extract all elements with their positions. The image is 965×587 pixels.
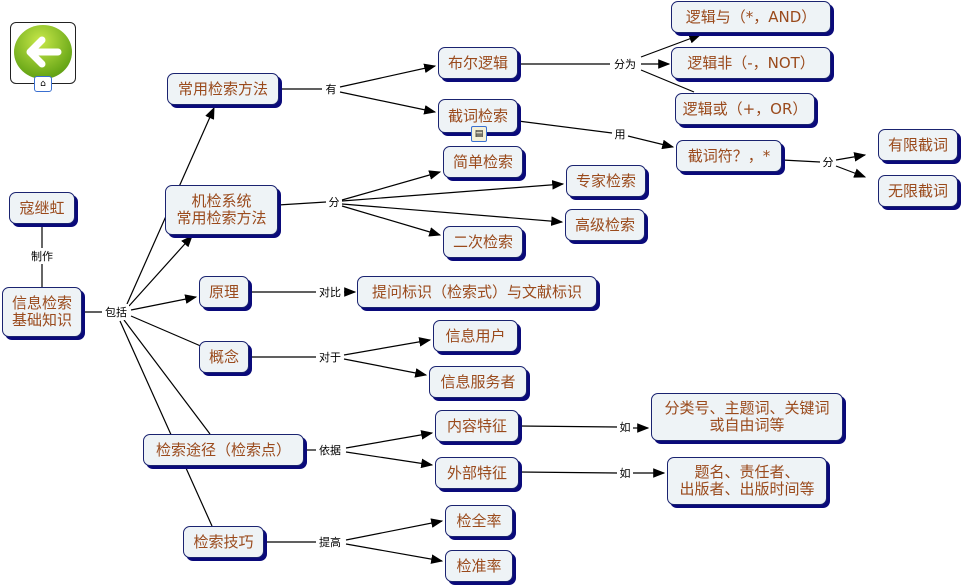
- link-such-content[interactable]: 如: [617, 419, 633, 435]
- node-advanced[interactable]: 高级检索: [565, 209, 645, 241]
- node-or[interactable]: 逻辑或（+，OR）: [675, 93, 815, 125]
- node-search-skill[interactable]: 检索技巧: [183, 526, 264, 558]
- link-basis[interactable]: 依据: [317, 442, 343, 458]
- back-button[interactable]: [10, 22, 76, 84]
- node-secondary[interactable]: 二次检索: [443, 226, 523, 258]
- node-author[interactable]: 寇继虹: [9, 192, 75, 224]
- link-divide-truncation[interactable]: 分: [820, 154, 836, 170]
- link-contrast[interactable]: 对比: [317, 284, 343, 300]
- node-truncation-symbol[interactable]: 截词符？，*: [676, 140, 782, 172]
- node-and[interactable]: 逻辑与（*，AND）: [671, 1, 831, 33]
- node-limited-truncation[interactable]: 有限截词: [878, 129, 958, 161]
- link-use[interactable]: 用: [612, 126, 628, 142]
- node-info-user[interactable]: 信息用户: [433, 320, 518, 352]
- link-divide-machine[interactable]: 分: [326, 194, 342, 210]
- node-concept[interactable]: 概念: [199, 341, 249, 373]
- link-make[interactable]: 制作: [29, 248, 55, 264]
- link-have[interactable]: 有: [323, 81, 339, 97]
- node-unlimited-truncation[interactable]: 无限截词: [878, 175, 958, 207]
- node-compare[interactable]: 提问标识（检索式）与文献标识: [357, 276, 597, 308]
- back-arrow-icon: [14, 25, 72, 79]
- node-external-feature[interactable]: 外部特征: [435, 457, 519, 489]
- node-info-provider[interactable]: 信息服务者: [429, 366, 527, 398]
- node-expert[interactable]: 专家检索: [566, 165, 646, 197]
- node-principle[interactable]: 原理: [199, 276, 249, 308]
- node-content-examples[interactable]: 分类号、主题词、关键词 或自由词等: [651, 393, 843, 441]
- node-precision[interactable]: 检准率: [445, 550, 513, 582]
- node-root[interactable]: 信息检索 基础知识: [2, 287, 82, 337]
- node-external-examples[interactable]: 题名、责任者、 出版者、出版时间等: [667, 457, 827, 505]
- link-improve[interactable]: 提高: [317, 534, 343, 550]
- submap-icon[interactable]: ⌂: [34, 76, 52, 92]
- node-machine-methods[interactable]: 机检系统 常用检索方法: [165, 185, 278, 235]
- node-simple[interactable]: 简单检索: [443, 146, 523, 178]
- node-recall[interactable]: 检全率: [445, 505, 513, 537]
- link-include[interactable]: 包括: [103, 304, 129, 320]
- link-regarding[interactable]: 对于: [317, 349, 343, 365]
- node-common-methods[interactable]: 常用检索方法: [167, 73, 279, 105]
- note-icon[interactable]: ▤: [471, 126, 487, 142]
- node-not[interactable]: 逻辑非（-，NOT）: [671, 47, 831, 79]
- node-search-path[interactable]: 检索途径（检索点）: [143, 434, 304, 466]
- node-content-feature[interactable]: 内容特征: [435, 410, 519, 442]
- link-divide-into[interactable]: 分为: [612, 56, 638, 72]
- node-boolean[interactable]: 布尔逻辑: [438, 47, 518, 79]
- link-such-external[interactable]: 如: [617, 465, 633, 481]
